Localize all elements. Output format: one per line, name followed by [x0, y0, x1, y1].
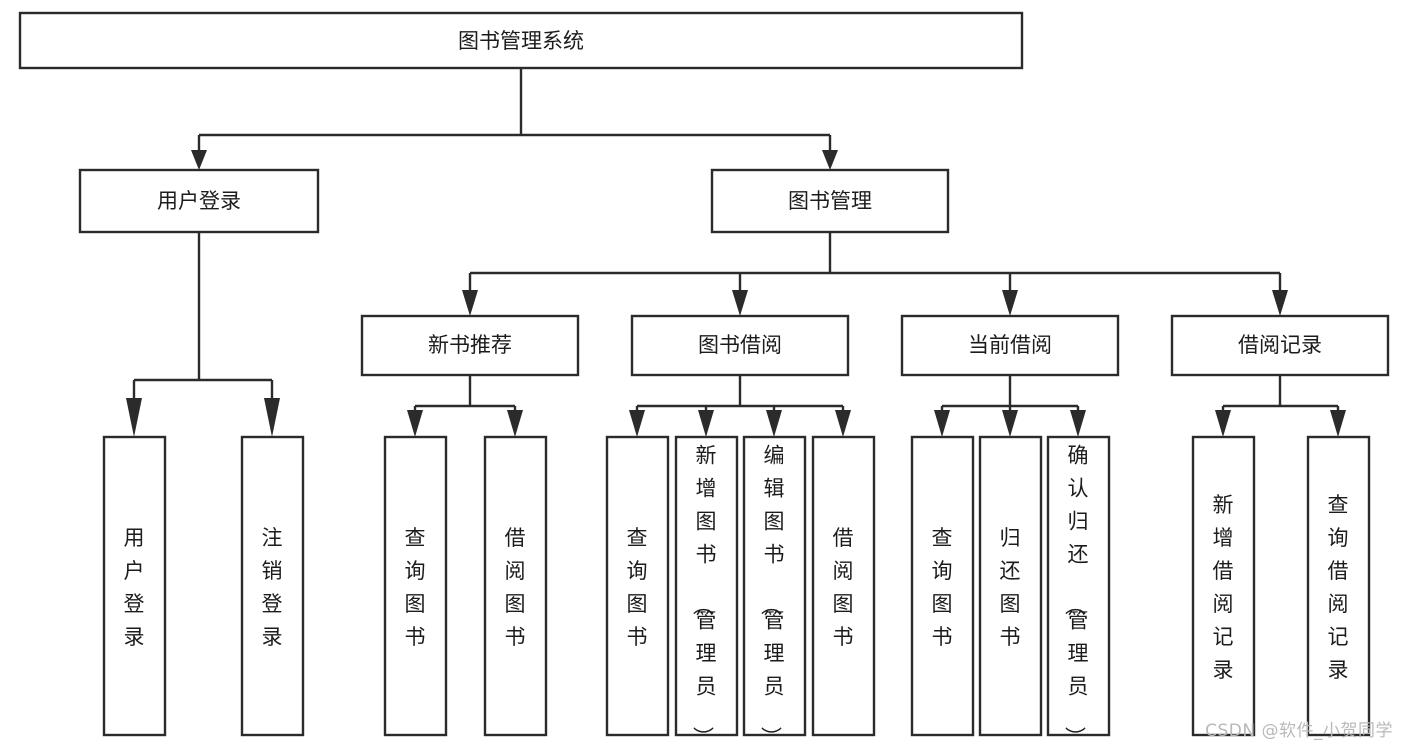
leaf-book-borrow-0-box[interactable]	[605, 435, 670, 737]
leaf-current-borrow-0-label: 查询图书	[932, 526, 953, 649]
leaf-new-book-rec-0-box[interactable]	[383, 435, 448, 737]
arrow-head-user-login-leaf-0	[126, 398, 142, 437]
arrow-head-book-borrow-leaf-0	[629, 410, 645, 437]
leaf-user-login-1-label: 注销登录	[262, 526, 283, 649]
leaf-borrow-record-1[interactable]: 查询借阅记录	[1306, 435, 1371, 737]
arrow-head-current-borrow	[1002, 290, 1018, 316]
node-user-login-box[interactable]	[78, 168, 320, 234]
arrow-head-to-user-login	[191, 150, 207, 170]
leaf-current-borrow-0[interactable]: 查询图书	[910, 435, 975, 737]
arrow-head-new-book-rec	[462, 290, 478, 316]
leaf-book-borrow-2-label: 编辑图书（管理员）	[759, 443, 785, 747]
leaf-borrow-record-0-box[interactable]	[1191, 435, 1256, 737]
node-borrow-record-box[interactable]	[1170, 314, 1390, 377]
node-book-manage-box[interactable]	[710, 168, 950, 234]
arrow-head-book-borrow-leaf-2	[766, 410, 782, 437]
node-book-manage-label: 图书管理	[788, 189, 872, 213]
node-user-login-label: 用户登录	[157, 189, 241, 213]
leaf-current-borrow-2[interactable]: 确认归还（管理员）	[1046, 435, 1111, 747]
arrow-head-new-book-rec-leaf-1	[507, 410, 523, 437]
node-book-manage[interactable]: 图书管理	[710, 168, 950, 234]
node-new-book-rec-box[interactable]	[360, 314, 580, 377]
node-borrow-record-label: 借阅记录	[1238, 333, 1322, 357]
node-current-borrow-label: 当前借阅	[968, 333, 1052, 357]
leaf-borrow-record-0[interactable]: 新增借阅记录	[1191, 435, 1256, 737]
node-book-borrow-box[interactable]	[630, 314, 850, 377]
node-current-borrow[interactable]: 当前借阅	[900, 314, 1120, 377]
leaf-book-borrow-2[interactable]: 编辑图书（管理员）	[742, 435, 807, 747]
leaf-book-borrow-0-label: 查询图书	[627, 526, 648, 649]
arrow-head-book-borrow-leaf-1	[698, 410, 714, 437]
leaf-current-borrow-1[interactable]: 归还图书	[978, 435, 1043, 737]
node-root[interactable]: 图书管理系统	[18, 11, 1024, 70]
arrow-head-borrow-record	[1272, 290, 1288, 316]
leaf-user-login-0[interactable]: 用户登录	[102, 435, 167, 737]
leaf-current-borrow-2-box[interactable]	[1046, 435, 1111, 737]
leaf-new-book-rec-0-label: 查询图书	[405, 526, 426, 649]
leaf-new-book-rec-0[interactable]: 查询图书	[383, 435, 448, 737]
node-book-borrow-label: 图书借阅	[698, 333, 782, 357]
node-current-borrow-box[interactable]	[900, 314, 1120, 377]
arrow-head-borrow-record-leaf-1	[1330, 410, 1346, 437]
leaf-current-borrow-1-box[interactable]	[978, 435, 1043, 737]
leaf-user-login-1-box[interactable]	[240, 435, 305, 737]
arrow-head-to-book-manage	[822, 150, 838, 170]
node-user-login[interactable]: 用户登录	[78, 168, 320, 234]
node-new-book-rec[interactable]: 新书推荐	[360, 314, 580, 377]
node-new-book-rec-label: 新书推荐	[428, 333, 512, 357]
leaf-borrow-record-1-box[interactable]	[1306, 435, 1371, 737]
arrow-head-new-book-rec-leaf-0	[407, 410, 423, 437]
leaf-book-borrow-3-box[interactable]	[811, 435, 876, 737]
leaf-new-book-rec-1-box[interactable]	[483, 435, 548, 737]
node-book-borrow[interactable]: 图书借阅	[630, 314, 850, 377]
leaf-book-borrow-1-box[interactable]	[674, 435, 739, 737]
arrow-head-current-borrow-leaf-2	[1070, 410, 1086, 437]
leaf-book-borrow-3[interactable]: 借阅图书	[811, 435, 876, 737]
leaf-user-login-1[interactable]: 注销登录	[240, 435, 305, 737]
leaf-user-login-0-label: 用户登录	[124, 526, 145, 649]
arrow-head-borrow-record-leaf-0	[1215, 410, 1231, 437]
leaf-current-borrow-2-label: 确认归还（管理员）	[1063, 443, 1089, 747]
leaf-new-book-rec-1-label: 借阅图书	[505, 526, 526, 649]
arrow-head-current-borrow-leaf-0	[934, 410, 950, 437]
node-root-label: 图书管理系统	[458, 29, 584, 53]
node-borrow-record[interactable]: 借阅记录	[1170, 314, 1390, 377]
leaf-book-borrow-2-box[interactable]	[742, 435, 807, 737]
leaf-user-login-0-box[interactable]	[102, 435, 167, 737]
leaf-borrow-record-0-label: 新增借阅记录	[1213, 493, 1234, 682]
leaf-book-borrow-3-label: 借阅图书	[833, 526, 854, 649]
leaf-book-borrow-1[interactable]: 新增图书（管理员）	[674, 435, 739, 747]
arrow-head-book-borrow-leaf-3	[835, 410, 851, 437]
leaf-book-borrow-0[interactable]: 查询图书	[605, 435, 670, 737]
leaf-current-borrow-0-box[interactable]	[910, 435, 975, 737]
edges-layer	[126, 68, 1346, 437]
leaf-new-book-rec-1[interactable]: 借阅图书	[483, 435, 548, 737]
leaf-borrow-record-1-label: 查询借阅记录	[1328, 493, 1349, 682]
arrow-head-user-login-leaf-1	[264, 398, 280, 437]
arrow-head-current-borrow-leaf-1	[1002, 410, 1018, 437]
leaf-current-borrow-1-label: 归还图书	[1000, 526, 1021, 649]
node-root-box[interactable]	[18, 11, 1024, 70]
arrow-head-book-borrow	[732, 290, 748, 316]
leaf-book-borrow-1-label: 新增图书（管理员）	[691, 443, 717, 747]
